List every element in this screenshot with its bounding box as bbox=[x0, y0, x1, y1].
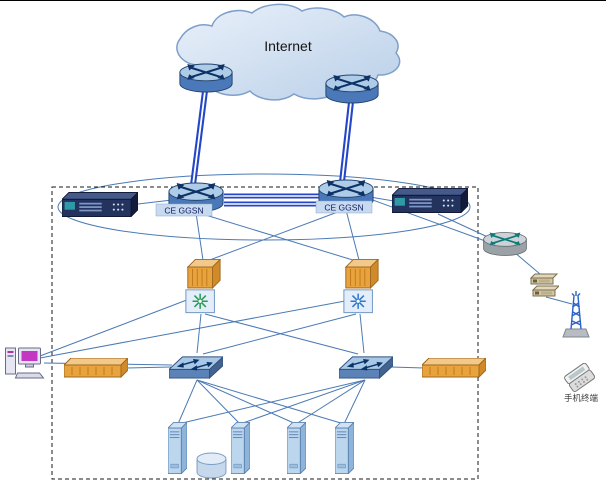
security-gateway-right-icon bbox=[343, 259, 379, 314]
firewall-appliance-right-icon bbox=[392, 188, 468, 213]
edge-router-right-icon bbox=[324, 73, 380, 105]
access-switch-right-icon bbox=[339, 356, 393, 379]
access-router-right-icon bbox=[482, 231, 528, 257]
lan-switch-bar-right-icon bbox=[422, 358, 486, 378]
ggsn-left-label: CE GGSN bbox=[155, 203, 213, 217]
ggsn-left-label-text: CE GGSN bbox=[164, 206, 203, 216]
ggsn-right-label: CE GGSN bbox=[315, 200, 373, 214]
lan-switch-bar-left-icon bbox=[64, 358, 128, 378]
server-4-icon bbox=[335, 422, 354, 474]
edge-router-left-icon bbox=[178, 62, 234, 94]
firewall-appliance-left-icon bbox=[62, 192, 138, 217]
backbone-links bbox=[190, 90, 354, 207]
database-icon bbox=[196, 452, 227, 479]
connection-lines bbox=[39, 196, 573, 425]
server-2-icon bbox=[231, 422, 250, 474]
modem-stack-icon bbox=[530, 273, 559, 297]
mobile-terminal-label: 手机终端 bbox=[564, 393, 599, 403]
management-workstation-icon bbox=[4, 347, 45, 379]
server-3-icon bbox=[287, 422, 306, 474]
base-station-antenna-icon bbox=[562, 290, 590, 338]
server-1-icon bbox=[168, 422, 187, 474]
access-switch-left-icon bbox=[169, 356, 223, 379]
internet-label: Internet bbox=[264, 38, 312, 54]
ggsn-right-label-text: CE GGSN bbox=[324, 203, 363, 213]
site-boundary bbox=[51, 186, 479, 480]
security-gateway-left-icon bbox=[185, 259, 221, 314]
mobile-phone-icon bbox=[563, 363, 597, 393]
